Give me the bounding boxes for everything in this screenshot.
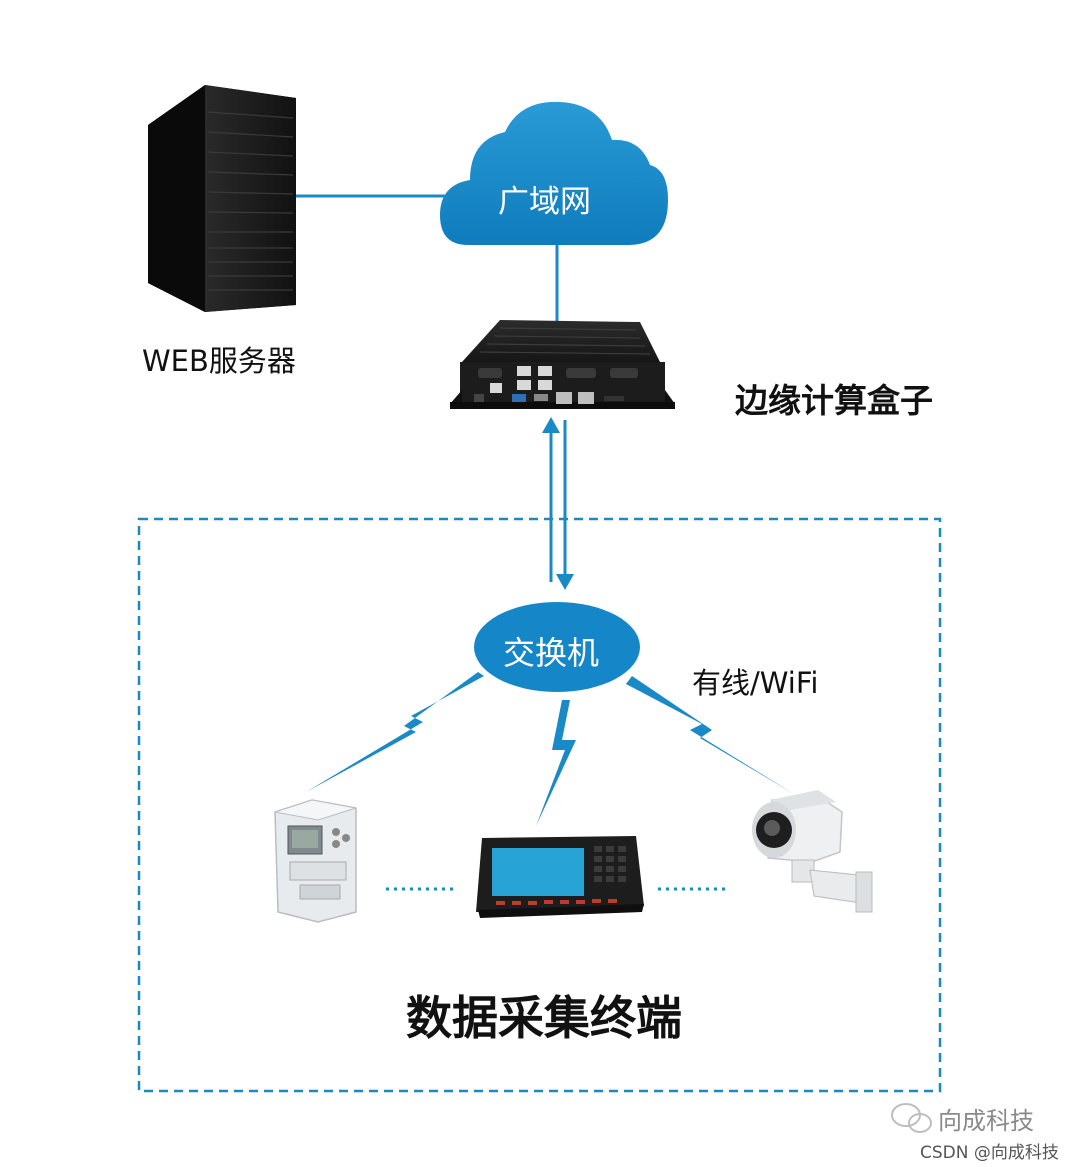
watermark-source: CSDN @向成科技: [920, 1143, 1059, 1163]
wireless-link-left: [306, 672, 484, 792]
switch-ellipse-icon: [474, 602, 640, 692]
smart-meter-icon: [274, 799, 357, 923]
edge-box-label: 边缘计算盒子: [735, 381, 933, 420]
box-switch-arrows: [542, 417, 574, 590]
hmi-panel-icon: [476, 836, 644, 918]
link-label: 有线/WiFi: [692, 666, 819, 700]
terminal-boundary: [137, 517, 942, 1093]
wireless-link-right: [626, 676, 794, 794]
wechat-icon: [891, 1103, 932, 1133]
switch-label: 交换机: [503, 634, 600, 672]
terminals-label: 数据采集终端: [406, 991, 682, 1045]
server-label: WEB服务器: [142, 344, 296, 378]
cloud-icon: [440, 101, 668, 245]
bullet-camera-icon: [752, 790, 873, 913]
watermark-brand: 向成科技: [938, 1107, 1034, 1135]
cloud-label: 广域网: [498, 184, 591, 220]
server-tower-icon: [148, 85, 296, 312]
wireless-link-center: [536, 700, 576, 826]
edge-box-icon: [450, 320, 675, 409]
